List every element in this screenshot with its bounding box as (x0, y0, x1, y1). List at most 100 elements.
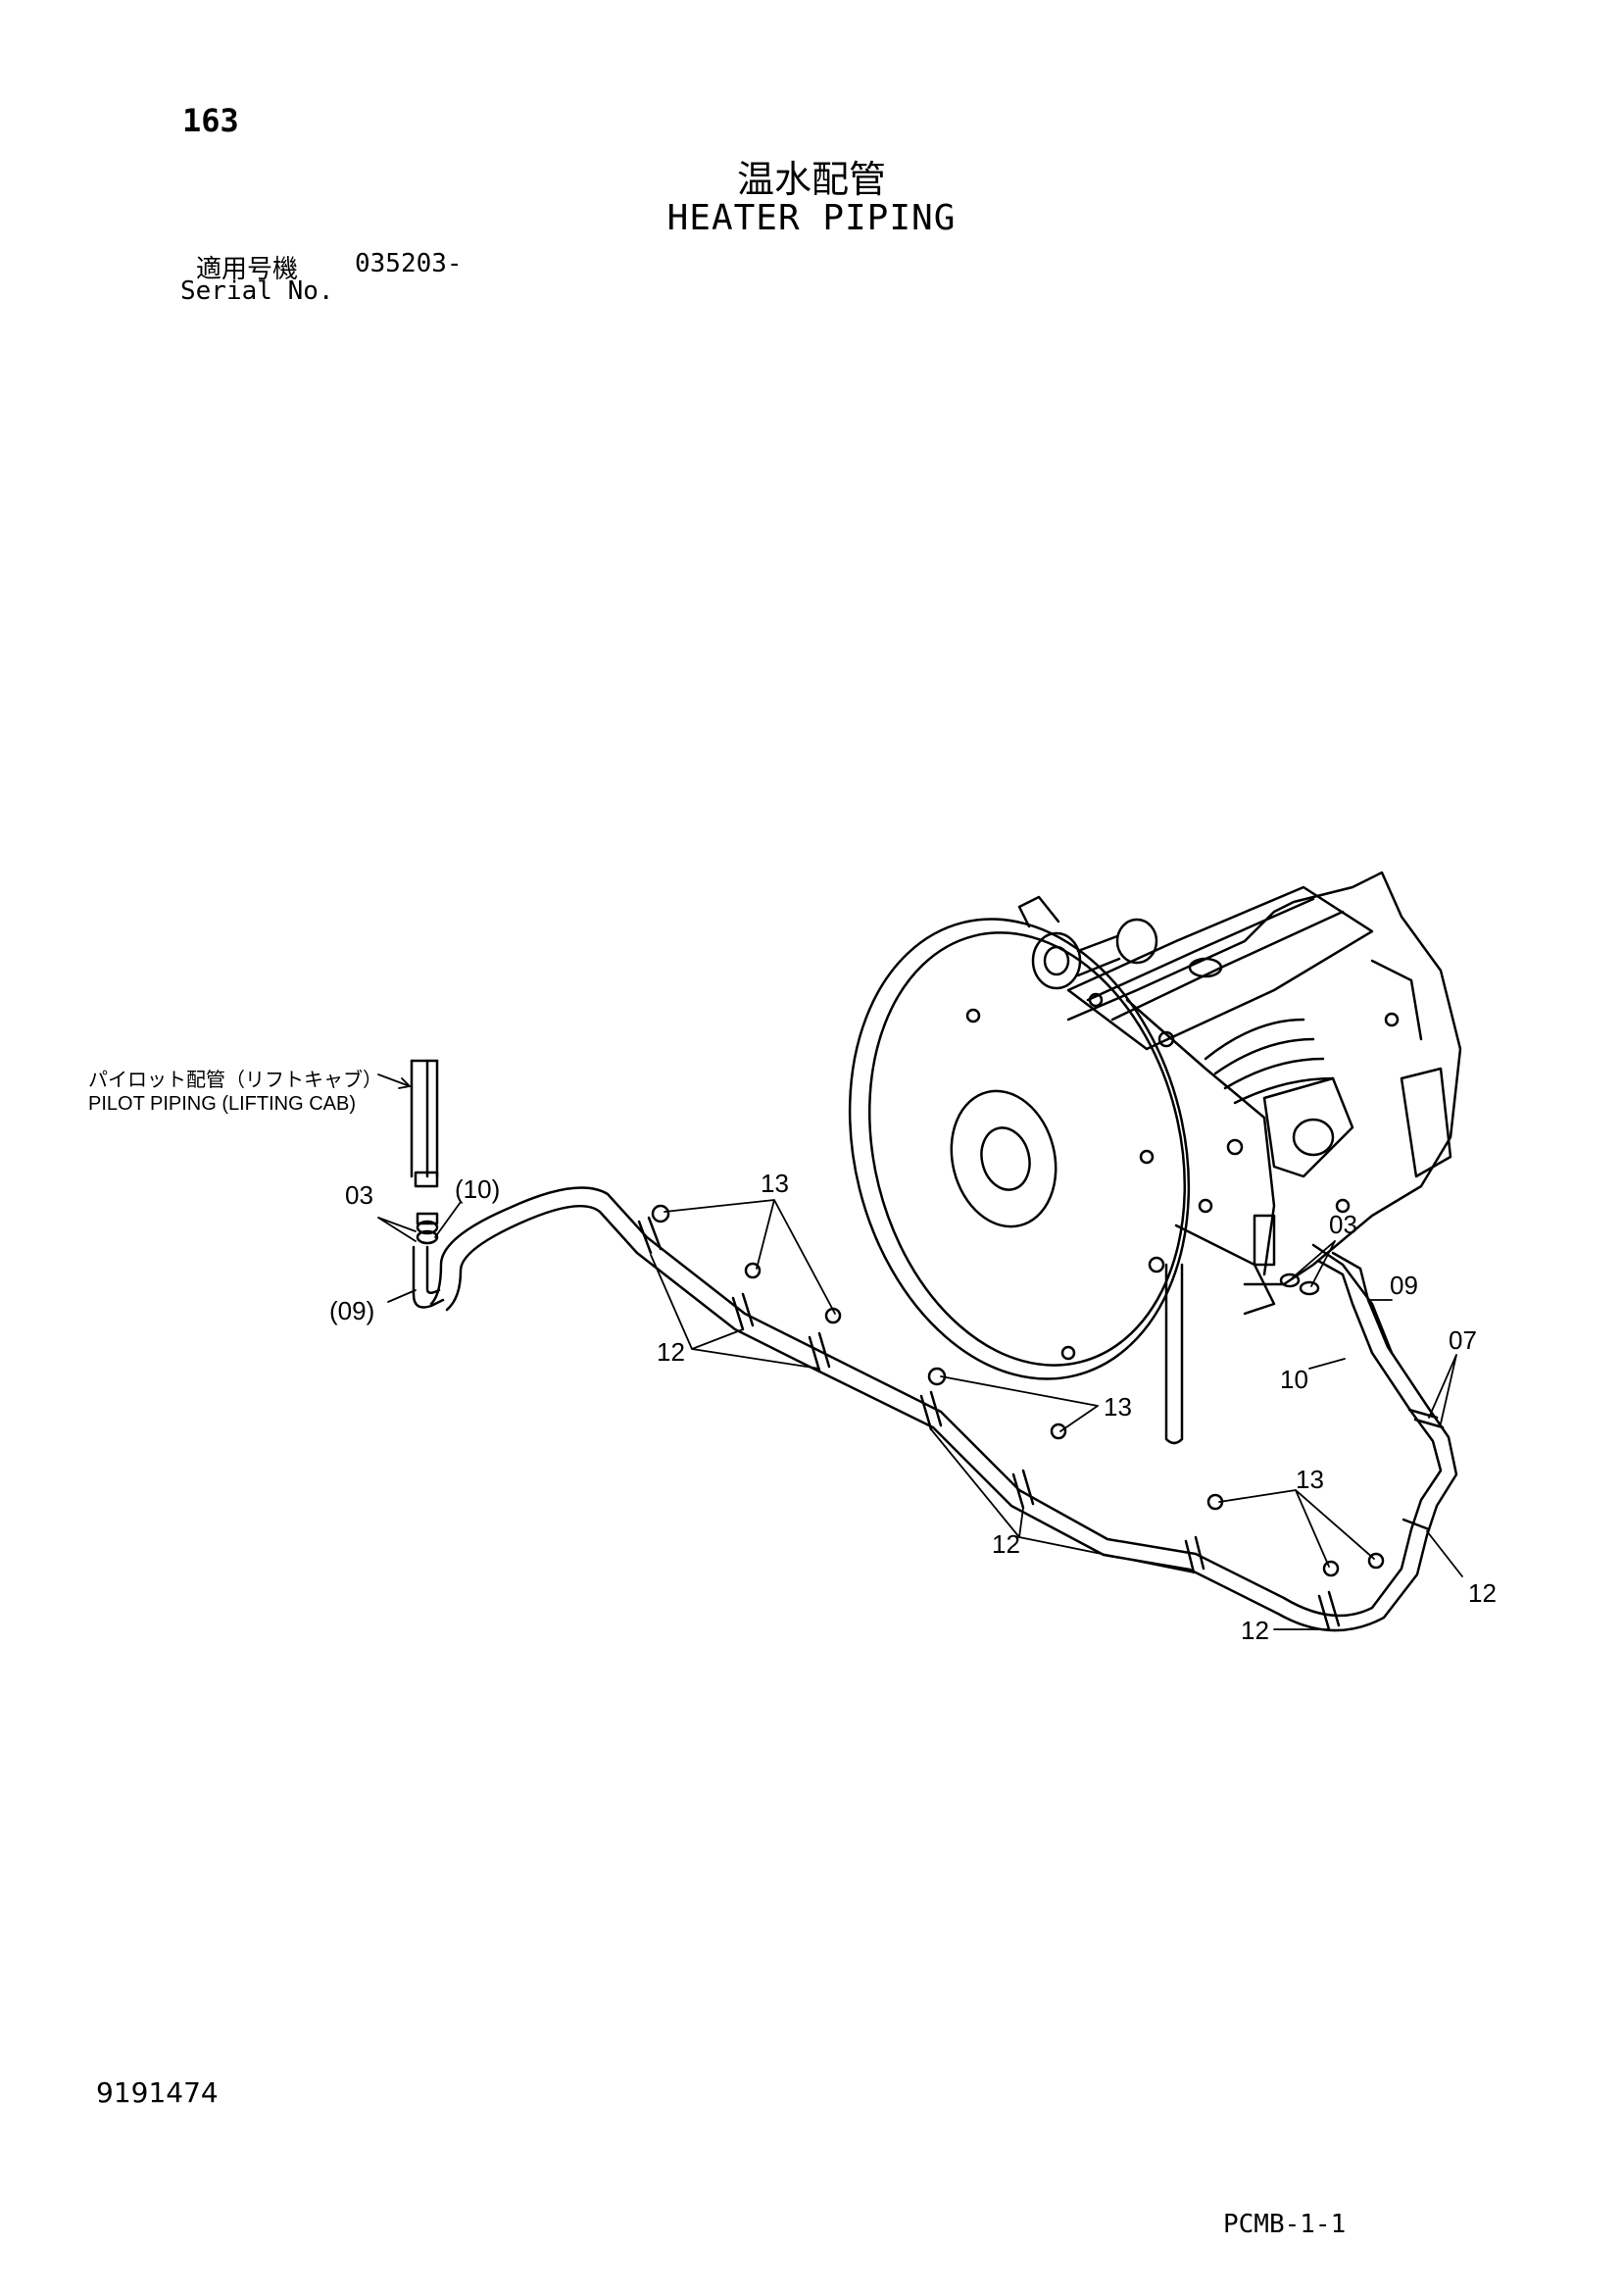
callout-03-right: 03 (1329, 1210, 1357, 1239)
clamp-12 (1402, 1518, 1431, 1531)
bolt (1226, 1138, 1244, 1156)
leader-09-paren (387, 1289, 417, 1303)
hose-09-left (412, 1245, 445, 1309)
page-number: 163 (182, 102, 239, 139)
leader-13-a (664, 1199, 836, 1315)
engine-side-detail (1370, 959, 1423, 1041)
pilot-piping-lifting-cab (410, 1059, 439, 1188)
clamp-12 (731, 1292, 755, 1331)
flywheel-center (980, 1126, 1031, 1191)
callout-13-b: 13 (1104, 1392, 1132, 1422)
rocker-cover (1066, 885, 1374, 1051)
leader-lines (377, 1073, 1463, 1630)
flywheel-housing-outer (848, 918, 1191, 1380)
sheet-code: PCMB-1-1 (1223, 2210, 1347, 2239)
rim-bolt (1060, 1345, 1076, 1361)
bolt-13 (744, 1262, 762, 1279)
leader-note (377, 1073, 411, 1087)
injection-pump (1262, 1076, 1354, 1178)
oil-pan (1174, 1223, 1276, 1316)
leader-10-paren (434, 1201, 462, 1238)
callout-12-b: 12 (992, 1529, 1020, 1559)
engine-illustration (848, 871, 1462, 1445)
rocker-cover-detail (1110, 910, 1345, 1022)
callout-labels: パイロット配管（リフトキャブ） PILOT PIPING (LIFTING CA… (88, 1068, 1497, 1645)
connector-fitting (416, 1212, 439, 1225)
heater-hose (412, 1186, 1458, 1632)
leader-13-b (940, 1375, 1099, 1432)
turbocharger-center (1043, 945, 1070, 976)
callout-09-paren: (09) (329, 1296, 374, 1325)
bolt (1335, 1198, 1351, 1214)
clamp-bolts (651, 1204, 1385, 1577)
title-japanese: 温水配管 (736, 158, 886, 201)
bolt-13 (651, 1204, 670, 1223)
pilot-pipes (410, 1059, 439, 1178)
serial-label-english: Serial No. (180, 276, 334, 306)
note-pilot-piping-en: PILOT PIPING (LIFTING CAB) (88, 1093, 356, 1115)
callout-03-left: 03 (345, 1180, 373, 1210)
hose-clamp-03-left (416, 1220, 439, 1235)
bolt (1157, 1030, 1175, 1048)
clamp-12 (808, 1331, 831, 1373)
callout-09: 09 (1390, 1271, 1418, 1300)
turbo-outlet (1017, 895, 1060, 928)
callout-13-a: 13 (761, 1169, 789, 1198)
callout-10: 10 (1280, 1365, 1308, 1394)
injection-pipes (1204, 1018, 1335, 1105)
bolt-13 (1050, 1423, 1067, 1440)
leader-03-right (1291, 1240, 1336, 1287)
clamp-07 (1407, 1408, 1445, 1429)
callout-07: 07 (1449, 1325, 1477, 1355)
clamp-12 (1317, 1590, 1341, 1631)
leader-12-d (1426, 1530, 1463, 1577)
callout-10-paren: (10) (455, 1174, 500, 1204)
rim-bolt (1148, 1256, 1165, 1273)
leader-07 (1428, 1354, 1457, 1424)
pilot-pipe-joint (414, 1171, 439, 1188)
bolt (1198, 1198, 1213, 1214)
hose-clamp-03-right (1279, 1273, 1301, 1288)
turbocharger-housing (1031, 931, 1082, 990)
clamp-12 (1011, 1469, 1035, 1510)
callout-12-a: 12 (657, 1337, 685, 1367)
bolt-13 (1322, 1560, 1340, 1577)
turbo-pipe (1076, 934, 1121, 977)
hose-clamp-03-right-2 (1299, 1280, 1320, 1296)
oil-filler-cap (1188, 957, 1223, 978)
clamp-12 (637, 1216, 663, 1255)
note-pilot-piping-jp: パイロット配管（リフトキャブ） (88, 1068, 382, 1091)
callout-12-d: 12 (1468, 1578, 1497, 1608)
flywheel-housing-inner (867, 931, 1187, 1367)
leader-note-arrow (398, 1077, 411, 1089)
hose-clamp-03-left-2 (416, 1229, 439, 1245)
serial-value: 035203- (355, 249, 463, 278)
bolt (1384, 1012, 1400, 1027)
dipstick-tube (1164, 1263, 1184, 1445)
mounting-bracket (1253, 1214, 1276, 1267)
clamp-12 (919, 1390, 943, 1431)
title-english: HEATER PIPING (666, 198, 957, 238)
leader-12-a (650, 1254, 820, 1370)
engine-block-edge (1125, 998, 1276, 1276)
engine-block-outline (1066, 871, 1462, 1286)
starter-motor (1400, 1067, 1452, 1178)
rocker-cover-detail (1086, 897, 1315, 1002)
turbo-compressor (1115, 918, 1158, 965)
hose-clamps (637, 1216, 1445, 1631)
callout-12-c: 12 (1241, 1616, 1269, 1645)
heater-hose-inner (445, 1204, 1458, 1632)
rim-bolt (1139, 1149, 1155, 1165)
bolt-13 (1367, 1552, 1385, 1570)
leader-03-left (377, 1217, 417, 1242)
leader-12-b (930, 1428, 1195, 1573)
leader-10 (1308, 1358, 1346, 1370)
leader-13-c (1218, 1489, 1375, 1568)
clamp-12 (1184, 1535, 1205, 1574)
hose-09-left-inner (425, 1245, 441, 1294)
flywheel-hub (950, 1089, 1057, 1228)
rim-bolt (965, 1008, 981, 1023)
callout-13-c: 13 (1296, 1465, 1324, 1494)
heater-hose-outer (429, 1186, 1443, 1618)
